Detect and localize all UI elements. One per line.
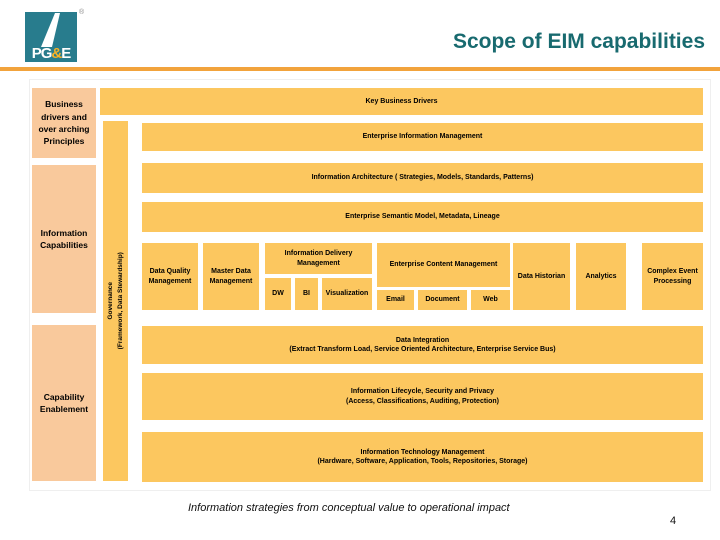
idm-header-label: Information Delivery Management xyxy=(284,250,353,267)
visualization-label: Visualization xyxy=(325,290,369,298)
logo-e: E xyxy=(61,45,71,62)
box-enterprise-information-management: Enterprise Information Management xyxy=(142,123,703,151)
it-management-line1: Information Technology Management xyxy=(360,448,485,456)
header-divider xyxy=(0,67,720,71)
box-data-integration: Data Integration (Extract Transform Load… xyxy=(142,326,703,364)
information-architecture-label: Information Architecture ( Strategies, M… xyxy=(311,174,534,182)
data-integration-line2: (Extract Transform Load, Service Oriente… xyxy=(289,346,556,353)
box-information-delivery-management: Information Delivery Management xyxy=(265,243,372,274)
box-dw: DW xyxy=(265,278,291,310)
box-key-business-drivers: Key Business Drivers xyxy=(100,88,703,115)
box-master-data-management: Master Data Management xyxy=(203,243,259,310)
ecm-header-label: Enterprise Content Management xyxy=(389,261,498,269)
page-number: 4 xyxy=(670,515,677,527)
data-quality-label: Data Quality Management xyxy=(148,268,192,285)
box-analytics: Analytics xyxy=(576,243,626,310)
bi-label: BI xyxy=(303,290,310,298)
semantic-model-label: Enterprise Semantic Model, Metadata, Lin… xyxy=(345,213,500,221)
box-business-drivers: Business drivers and over arching Princi… xyxy=(32,88,96,158)
box-information-capabilities-label: Information Capabilities xyxy=(40,227,88,250)
data-historian-label: Data Historian xyxy=(517,272,566,280)
eim-label: Enterprise Information Management xyxy=(362,133,483,141)
box-it-management: Information Technology Management (Hardw… xyxy=(142,432,703,482)
logo-ampersand: & xyxy=(51,45,62,62)
registered-trademark: ® xyxy=(79,9,85,16)
box-visualization: Visualization xyxy=(322,278,372,310)
logo-pg: PG xyxy=(31,45,53,62)
box-information-capabilities: Information Capabilities xyxy=(32,165,96,313)
box-capability-enablement: Capability Enablement xyxy=(32,325,96,481)
cep-label: Complex Event Processing xyxy=(647,268,698,285)
box-data-quality-management: Data Quality Management xyxy=(142,243,198,310)
diagram-frame xyxy=(29,79,711,491)
lifecycle-line1: Information Lifecycle, Security and Priv… xyxy=(350,388,495,396)
analytics-label: Analytics xyxy=(585,272,617,280)
box-document: Document xyxy=(418,290,467,310)
email-label: Email xyxy=(386,296,405,304)
logo-beam-icon xyxy=(41,13,60,47)
box-governance: Governance (Framework, Data Stewardship) xyxy=(103,121,128,481)
dw-label: DW xyxy=(272,290,284,298)
governance-line2: (Framework, Data Stewardship) xyxy=(116,252,124,350)
logo-wordmark: PG&E xyxy=(25,46,77,61)
data-integration-line1: Data Integration xyxy=(395,336,450,344)
box-email: Email xyxy=(377,290,414,310)
box-business-drivers-label: Business drivers and over arching Princi… xyxy=(38,99,90,147)
document-label: Document xyxy=(425,296,460,304)
slide-caption: Information strategies from conceptual v… xyxy=(188,502,510,514)
box-semantic-model: Enterprise Semantic Model, Metadata, Lin… xyxy=(142,202,703,232)
pge-logo: PG&E xyxy=(25,12,77,62)
box-information-lifecycle: Information Lifecycle, Security and Priv… xyxy=(142,373,703,420)
governance-label: Governance (Framework, Data Stewardship) xyxy=(106,252,126,349)
box-data-historian: Data Historian xyxy=(513,243,570,310)
box-capability-enablement-label: Capability Enablement xyxy=(39,391,89,414)
page-title: Scope of EIM capabilities xyxy=(452,30,705,53)
lifecycle-line2: (Access, Classifications, Auditing, Prot… xyxy=(346,397,499,405)
key-business-drivers-label: Key Business Drivers xyxy=(365,97,438,105)
box-enterprise-content-management: Enterprise Content Management xyxy=(377,243,510,287)
governance-line1: Governance xyxy=(106,282,114,320)
master-data-label: Master Data Management xyxy=(209,268,253,285)
it-management-line2: (Hardware, Software, Application, Tools,… xyxy=(317,458,528,465)
box-complex-event-processing: Complex Event Processing xyxy=(642,243,703,310)
box-web: Web xyxy=(471,290,510,310)
box-bi: BI xyxy=(295,278,318,310)
box-information-architecture: Information Architecture ( Strategies, M… xyxy=(142,163,703,193)
web-label: Web xyxy=(483,296,498,304)
